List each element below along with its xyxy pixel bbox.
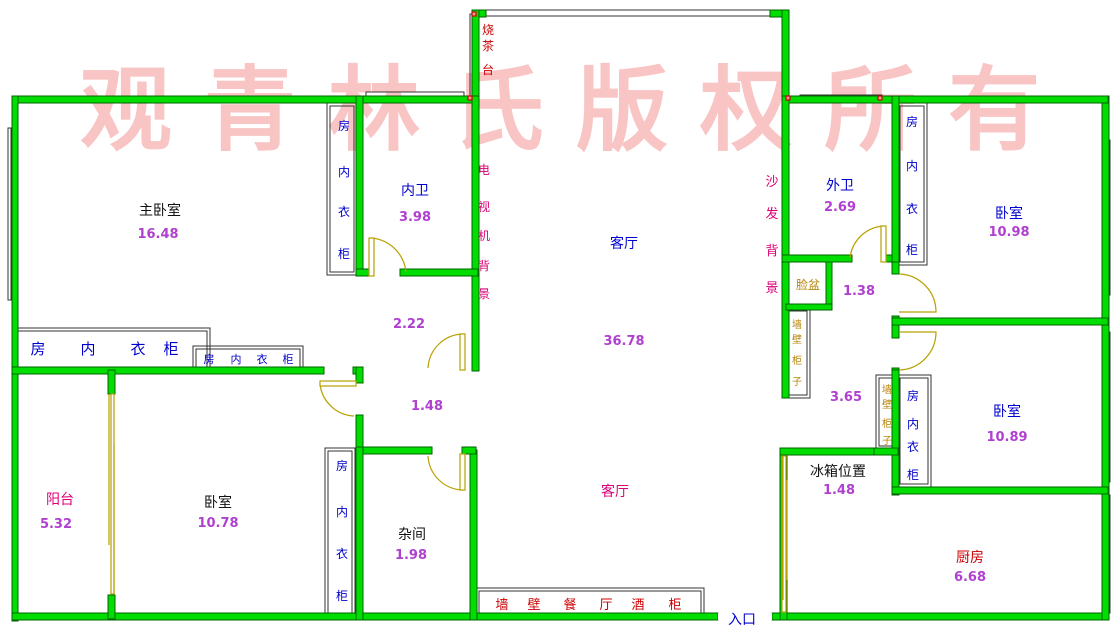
door-storage [427, 454, 463, 491]
door-bedroom-e [898, 331, 937, 371]
wash-basin-label: 脸盆 [796, 278, 820, 292]
tea-bar-char: 茶 [482, 38, 494, 53]
walls [11, 9, 1110, 622]
wardrobe-v2-char: 房 [906, 114, 918, 129]
room-area-bedroom-sw: 10.78 [197, 516, 238, 531]
room-area-corridor-a: 2.22 [393, 317, 425, 332]
wardrobe-v1-char: 衣 [338, 204, 350, 219]
door-master [427, 333, 463, 370]
room-labels: 主卧室 16.48 内卫 3.98 2.22 客厅 36.78 外卫 2.69 … [40, 178, 1030, 628]
doors [108, 11, 937, 620]
room-area-corridor-b: 1.48 [411, 399, 443, 414]
room-label-kitchen: 厨房 [956, 550, 984, 566]
wine-cabinet-char: 柜 [668, 598, 681, 613]
wardrobe-v2-char: 衣 [906, 201, 918, 216]
wardrobe-v4-char: 衣 [907, 439, 919, 454]
tv-wall-char: 背 [478, 259, 490, 273]
wardrobe-v3-char: 衣 [336, 546, 348, 561]
wardrobe-h-small-char: 内 [231, 352, 242, 366]
wardrobe-h-big-char: 衣 [130, 340, 145, 358]
wardrobe-v2-char: 柜 [906, 243, 918, 257]
wine-cabinet-char: 酒 [631, 598, 644, 613]
wine-cabinet-char: 餐 [563, 597, 576, 613]
wall-cabinet-1-char: 壁 [792, 333, 802, 346]
wardrobe-v3-char: 房 [336, 458, 348, 473]
room-label-bedroom-e: 卧室 [993, 403, 1021, 420]
room-area-kitchen: 6.68 [954, 570, 986, 585]
wall-cabinet-2-char: 壁 [882, 398, 892, 411]
room-label-outer-bath: 外卫 [826, 178, 854, 194]
room-area-bedroom-e: 10.89 [986, 430, 1027, 445]
tv-wall-char: 电 [478, 163, 490, 177]
wine-cabinet-char: 厅 [599, 598, 612, 613]
wardrobe-v3-char: 柜 [336, 589, 348, 603]
room-label-fridge: 冰箱位置 [810, 464, 866, 480]
door-outer-bath [849, 225, 885, 262]
tv-wall-char: 景 [478, 287, 490, 301]
room-label-bedroom-sw: 卧室 [204, 494, 232, 511]
wardrobe-v1-char: 柜 [338, 247, 350, 261]
tea-bar-char: 台 [482, 62, 494, 77]
room-label-living: 客厅 [610, 235, 638, 252]
room-area-balcony: 5.32 [40, 517, 72, 532]
room-area-hall-se: 3.65 [830, 390, 862, 405]
tea-bar-char: 烧 [482, 23, 494, 37]
room-area-living: 36.78 [603, 334, 644, 349]
wardrobe-v4-char: 内 [907, 417, 919, 431]
wardrobe-h-small-char: 房 [204, 353, 215, 366]
door-bedroom-sw [319, 383, 356, 417]
wardrobe-v3-char: 内 [336, 505, 348, 519]
room-label-master-bedroom: 主卧室 [139, 202, 181, 219]
sofa-wall-char: 沙 [765, 175, 778, 190]
sofa-wall-char: 背 [765, 244, 778, 259]
room-area-storage: 1.98 [395, 548, 427, 563]
wine-cabinet-char: 壁 [527, 598, 540, 613]
furniture-labels: 房内衣柜房内衣柜房内衣柜房内衣柜房内衣柜房内衣柜烧茶台电视机背景沙发背景墙壁柜子… [30, 23, 919, 613]
wine-cabinet-char: 墙 [495, 598, 508, 613]
door-bedroom-ne [898, 273, 937, 313]
wall-cabinet-2-char: 墙 [882, 383, 892, 396]
room-area-inner-bath: 3.98 [399, 210, 431, 225]
room-area-fridge: 1.48 [823, 483, 855, 498]
tv-wall-char: 机 [478, 229, 490, 243]
room-area-outer-bath: 2.69 [824, 200, 856, 215]
room-label-dining: 客厅 [601, 483, 629, 500]
room-area-hall-e: 1.38 [843, 284, 875, 299]
wardrobe-v1-char: 房 [338, 118, 350, 133]
room-label-bedroom-ne: 卧室 [995, 205, 1023, 222]
wardrobe-h-big-char: 内 [80, 340, 95, 358]
wardrobe-v4-char: 房 [907, 388, 919, 403]
wall-cabinet-1-char: 子 [792, 376, 802, 388]
wall-cabinet-1-char: 柜 [792, 354, 802, 367]
tv-wall-char: 视 [478, 199, 490, 214]
room-area-master-bedroom: 16.48 [137, 227, 178, 242]
room-label-storage: 杂间 [398, 527, 426, 543]
wardrobe-h-big-char: 房 [30, 340, 45, 358]
wall-cabinet-2-char: 子 [882, 435, 892, 447]
room-label-inner-bath: 内卫 [401, 183, 429, 199]
wardrobe-h-big-char: 柜 [163, 340, 178, 358]
room-label-balcony: 阳台 [46, 492, 74, 508]
sofa-wall-char: 景 [765, 281, 778, 296]
room-area-bedroom-ne: 10.98 [988, 225, 1029, 240]
wardrobe-v1-char: 内 [338, 165, 350, 179]
wardrobe-v4-char: 柜 [907, 468, 919, 482]
sofa-wall-char: 发 [765, 206, 778, 222]
wall-cabinet-2-char: 柜 [882, 417, 892, 430]
wardrobe-v2-char: 内 [906, 159, 918, 173]
wardrobe-h-small-char: 柜 [283, 353, 294, 366]
entrance-label: 入口 [728, 612, 756, 628]
wall-cabinet-1-char: 墙 [792, 318, 802, 331]
watermark-text: 观 青 林 氏 版 权 所 有 [80, 57, 1040, 164]
wardrobe-h-small-char: 衣 [257, 352, 268, 366]
window-north-living [477, 9, 779, 17]
